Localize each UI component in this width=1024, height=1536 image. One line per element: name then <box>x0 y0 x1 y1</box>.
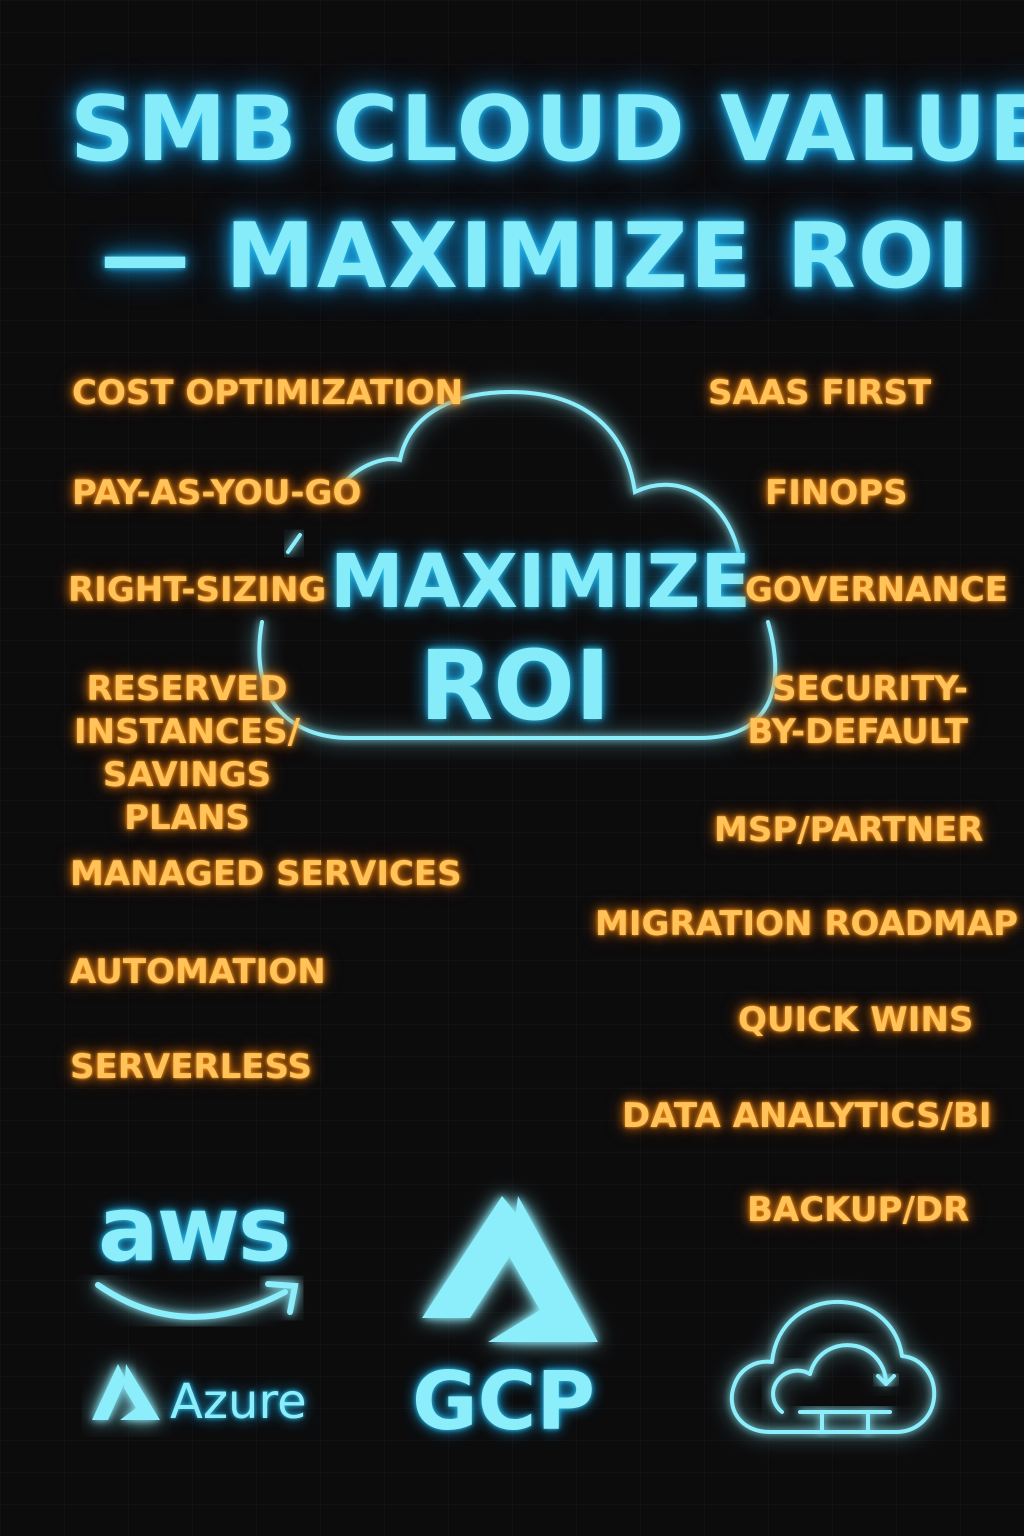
azure-logo-icon <box>92 1364 160 1420</box>
aws-logo-text: aws <box>98 1177 291 1282</box>
central-cloud-icon <box>257 389 778 740</box>
term-msp-partner: MSP/PARTNER <box>714 810 984 850</box>
term-quick-wins: QUICK WINS <box>738 1000 974 1040</box>
term-pay-as-you-go: PAY-AS-YOU-GO <box>72 473 362 513</box>
term-data-analytics-bi: DATA ANALYTICS/BI <box>622 1096 992 1136</box>
term-right-sizing: RIGHT-SIZING <box>68 570 327 610</box>
term-cost-optimization: COST OPTIMIZATION <box>72 373 464 413</box>
term-finops: FINOPS <box>765 473 908 513</box>
title-line-1: SMB CLOUD VALUE <box>70 77 1024 182</box>
term-saas-first: SAAS FIRST <box>708 373 932 413</box>
term-reserved-instances: RESERVED INSTANCES/ SAVINGS PLANS <box>74 669 300 838</box>
aws-smile-icon <box>95 1281 299 1320</box>
term-migration-roadmap: MIGRATION ROADMAP <box>595 904 1019 944</box>
center-label-maximize: MAXIMIZE <box>330 539 751 625</box>
gcp-logo-text: GCP <box>412 1355 596 1448</box>
term-governance: GOVERNANCE <box>745 570 1009 610</box>
center-label-roi: ROI <box>419 630 611 742</box>
term-security-by-default: SECURITY- BY-DEFAULT <box>747 669 968 752</box>
term-backup-dr: BACKUP/DR <box>747 1190 970 1230</box>
term-automation: AUTOMATION <box>70 952 326 992</box>
term-serverless: SERVERLESS <box>70 1047 312 1087</box>
azure-logo-text: Azure <box>170 1374 307 1430</box>
azure-large-logo-icon <box>422 1196 598 1342</box>
title-line-2: — MAXIMIZE ROI <box>100 204 972 309</box>
term-managed-services: MANAGED SERVICES <box>70 854 462 894</box>
cloud-sync-icon <box>729 1299 937 1434</box>
